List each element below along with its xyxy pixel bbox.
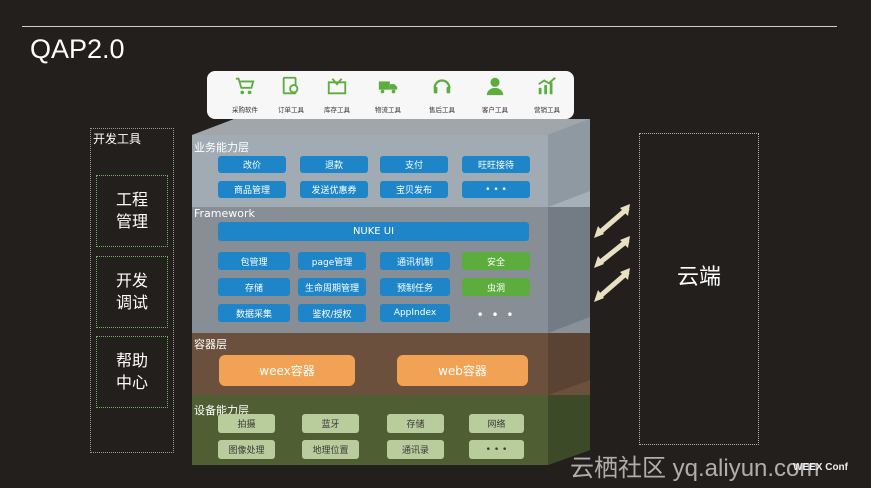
cart-icon: [235, 77, 255, 95]
framework-item: 数据采集: [218, 304, 290, 322]
framework-item-security: 安全: [462, 252, 530, 270]
container-layer-title: 容器层: [194, 338, 227, 351]
framework-item: AppIndex: [380, 304, 450, 322]
weex-container: weex容器: [219, 355, 355, 386]
device-item: 图像处理: [218, 440, 275, 459]
double-arrow-icon: [594, 204, 630, 238]
tool-label: 客户工具: [482, 106, 508, 114]
dev-tools-panel: [90, 128, 174, 453]
device-item: 拍摄: [218, 414, 275, 433]
device-item: 通讯录: [387, 440, 444, 459]
tool-label: 采购软件: [232, 106, 258, 114]
cloud-label: 云端: [676, 265, 721, 290]
framework-item: 存储: [218, 278, 290, 296]
business-item: 旺旺接待: [462, 156, 530, 173]
business-item: 发送优惠券: [300, 181, 368, 198]
device-item-more: • • •: [469, 440, 524, 459]
watermark: 云栖社区 yq.aliyun.com: [570, 455, 820, 482]
business-item: 改价: [218, 156, 286, 173]
double-arrow-icon: [594, 268, 630, 302]
dev-tool-project: 工程 管理: [96, 175, 168, 247]
framework-item: 预制任务: [380, 278, 450, 296]
framework-item: 生命周期管理: [298, 278, 366, 296]
tool-order[interactable]: 订单工具: [269, 75, 313, 114]
framework-item-more: • • •: [476, 308, 516, 322]
headset-icon: [433, 79, 451, 94]
dev-tool-help: 帮助 中心: [96, 336, 168, 408]
framework-item-wormhole: 虫洞: [462, 278, 530, 296]
tool-procurement[interactable]: 采购软件: [223, 75, 267, 114]
nuke-ui-banner: NUKE UI: [218, 222, 529, 241]
order-icon: [282, 76, 299, 95]
framework-item: 包管理: [218, 252, 290, 270]
tool-inventory[interactable]: 库存工具: [315, 75, 359, 114]
top-divider: [22, 26, 837, 27]
business-item-more: • • •: [462, 181, 530, 198]
inventory-icon: [327, 78, 347, 95]
chart-icon: [538, 77, 556, 95]
framework-item: 通讯机制: [380, 252, 450, 270]
cloud-panel: [639, 133, 759, 445]
tool-customer[interactable]: 客户工具: [473, 75, 517, 114]
weex-conf-logo: WEEX Conf: [793, 462, 848, 473]
sync-arrows: [594, 204, 630, 302]
device-item: 地理位置: [302, 440, 359, 459]
double-arrow-icon: [594, 236, 630, 268]
framework-item: 鉴权/授权: [298, 304, 366, 322]
device-item: 网络: [469, 414, 524, 433]
user-icon: [486, 77, 504, 96]
web-container: web容器: [397, 355, 528, 386]
device-item: 存储: [387, 414, 444, 433]
tool-label: 营销工具: [534, 106, 560, 114]
tool-aftersale[interactable]: 售后工具: [420, 75, 464, 114]
page-title: QAP2.0: [30, 34, 125, 64]
device-layer-title: 设备能力层: [194, 404, 249, 417]
business-layer-title: 业务能力层: [194, 141, 249, 154]
truck-icon: [378, 81, 398, 94]
business-item: 商品管理: [218, 181, 286, 198]
tool-label: 物流工具: [375, 106, 401, 114]
device-item: 蓝牙: [302, 414, 359, 433]
tool-bar: [207, 71, 574, 119]
business-item: 退款: [300, 156, 368, 173]
tool-marketing[interactable]: 营销工具: [525, 75, 569, 114]
dev-tool-debug: 开发 调试: [96, 256, 168, 328]
framework-item: page管理: [298, 252, 366, 270]
business-item: 宝贝发布: [380, 181, 448, 198]
tool-label: 订单工具: [278, 106, 304, 114]
tool-logistics[interactable]: 物流工具: [366, 75, 410, 114]
tool-label: 售后工具: [429, 106, 455, 114]
framework-layer-title: Framework: [194, 207, 255, 220]
dev-tools-title: 开发工具: [93, 132, 142, 146]
business-item: 支付: [380, 156, 448, 173]
tool-label: 库存工具: [324, 106, 350, 114]
